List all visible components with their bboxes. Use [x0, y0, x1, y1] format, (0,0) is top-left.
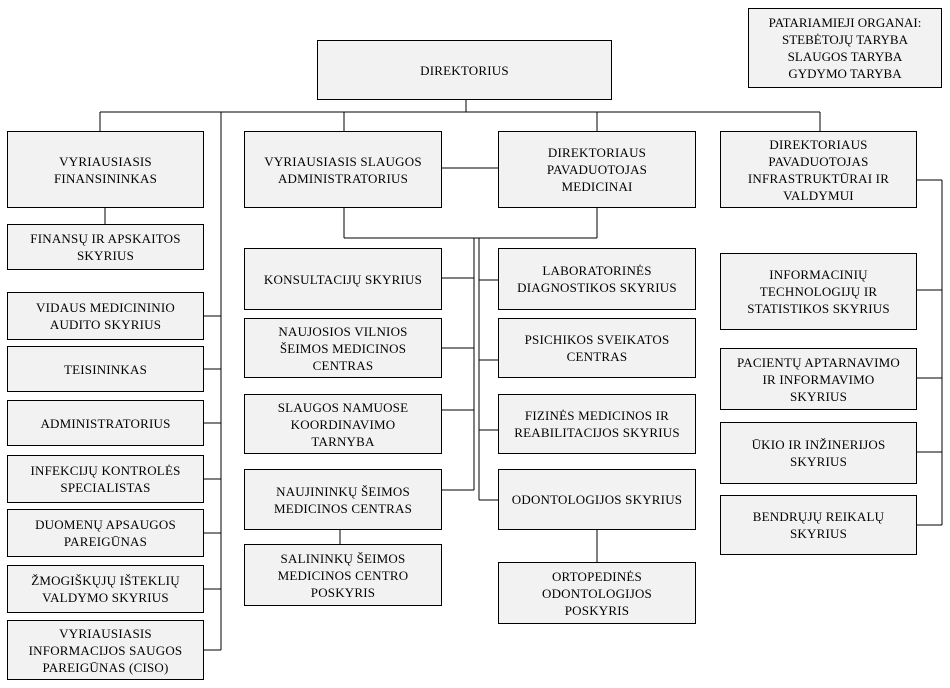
- it-statistics-unit: INFORMACINIŲ TECHNOLOGIJŲ IR STATISTIKOS…: [720, 253, 917, 330]
- ciso-unit: VYRIAUSIASIS INFORMACIJOS SAUGOS PAREIGŪ…: [7, 620, 204, 680]
- advisory-item: STEBĖTOJŲ TARYBA: [782, 32, 908, 47]
- administrator-unit: ADMINISTRATORIUS: [7, 400, 204, 446]
- general-affairs-unit: BENDRŲJŲ REIKALŲ SKYRIUS: [720, 495, 917, 555]
- advisory-item: GYDYMO TARYBA: [788, 66, 902, 81]
- patient-service-unit: PACIENTŲ APTARNAVIMO IR INFORMAVIMO SKYR…: [720, 348, 917, 410]
- naujininkai-center: NAUJININKŲ ŠEIMOS MEDICINOS CENTRAS: [244, 469, 442, 530]
- advisory-item: SLAUGOS TARYBA: [787, 49, 903, 64]
- consultation-unit: KONSULTACIJŲ SKYRIUS: [244, 248, 442, 310]
- chief-financier-box: VYRIAUSIASIS FINANSININKAS: [7, 131, 204, 208]
- data-protection-unit: DUOMENŲ APSAUGOS PAREIGŪNAS: [7, 509, 204, 557]
- deputy-infrastructure-box: DIREKTORIAUS PAVADUOTOJAS INFRASTRUKTŪRA…: [720, 131, 917, 208]
- director-box: DIREKTORIUS: [317, 40, 612, 100]
- naujoji-vilnia-center: NAUJOSIOS VILNIOS ŠEIMOS MEDICINOS CENTR…: [244, 318, 442, 378]
- human-resources-unit: ŽMOGIŠKŲJŲ IŠTEKLIŲ VALDYMO SKYRIUS: [7, 565, 204, 613]
- rehabilitation-unit: FIZINĖS MEDICINOS IR REABILITACIJOS SKYR…: [498, 394, 696, 454]
- deputy-medical-box: DIREKTORIAUS PAVADUOTOJAS MEDICINAI: [498, 131, 696, 208]
- infection-control-unit: INFEKCIJŲ KONTROLĖS SPECIALISTAS: [7, 455, 204, 503]
- advisory-bodies-box: PATARIAMIEJI ORGANAI: STEBĖTOJŲ TARYBA S…: [748, 8, 942, 88]
- laboratory-unit: LABORATORINĖS DIAGNOSTIKOS SKYRIUS: [498, 248, 696, 310]
- odontology-unit: ODONTOLOGIJOS SKYRIUS: [498, 469, 696, 530]
- finance-accounting-unit: FINANSŲ IR APSKAITOS SKYRIUS: [7, 224, 204, 270]
- facilities-engineering-unit: ŪKIO IR INŽINERIJOS SKYRIUS: [720, 422, 917, 484]
- lawyer-unit: TEISININKAS: [7, 346, 204, 392]
- mental-health-center: PSICHIKOS SVEIKATOS CENTRAS: [498, 318, 696, 378]
- orthopedic-odontology-subunit: ORTOPEDINĖS ODONTOLOGIJOS POSKYRIS: [498, 562, 696, 624]
- salininkai-subunit: SALININKŲ ŠEIMOS MEDICINOS CENTRO POSKYR…: [244, 544, 442, 606]
- chief-nursing-admin-box: VYRIAUSIASIS SLAUGOS ADMINISTRATORIUS: [244, 131, 442, 208]
- advisory-title: PATARIAMIEJI ORGANAI:: [768, 15, 922, 30]
- home-nursing-service: SLAUGOS NAMUOSE KOORDINAVIMO TARNYBA: [244, 394, 442, 454]
- internal-audit-unit: VIDAUS MEDICININIO AUDITO SKYRIUS: [7, 292, 204, 340]
